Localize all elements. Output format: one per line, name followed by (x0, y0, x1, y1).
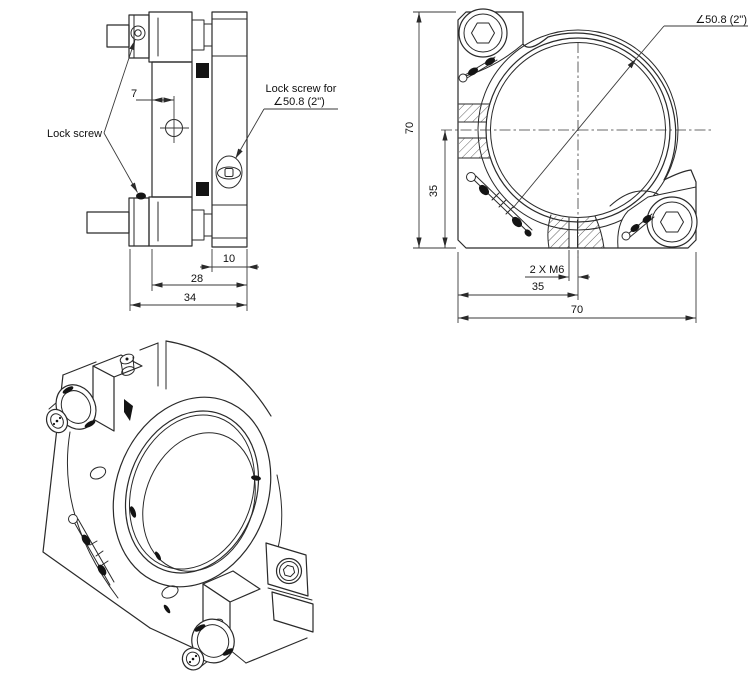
iso-plate-top-left-edge (62, 361, 97, 376)
side-spacer-top (196, 63, 209, 78)
iso-screw-block (265, 542, 314, 633)
side-bottom-knob (86, 192, 150, 247)
front-view: 70 35 2 X M6 35 (404, 8, 748, 323)
side-main-plate (151, 61, 193, 198)
side-bore-lock-screw (215, 155, 243, 189)
dim-overall-width: 70 (458, 252, 697, 323)
front-spring-bottom-left (466, 172, 533, 237)
iso-hole-left (89, 466, 107, 480)
iso-top-knob (45, 354, 143, 434)
iso-spring (68, 514, 115, 586)
bore-diameter-label: ∠50.8 (2") (695, 14, 747, 26)
front-hatch-slot-left (547, 215, 569, 248)
front-hatch-left-bottom (459, 138, 490, 158)
dim-mounting-holes-label: 2 X M6 (530, 264, 565, 276)
dim-center-width-label: 35 (532, 281, 544, 293)
iso-optic-face (142, 432, 256, 572)
lock-screw-callout: Lock screw (47, 39, 138, 193)
dim-back-plate-thickness-label: 10 (223, 253, 235, 265)
side-view: 7 10 28 34 Lock screw (47, 11, 338, 311)
iso-hole-bottom (161, 585, 179, 599)
bore-lock-screw-callout: Lock screw for ∠50.8 (2") (235, 83, 338, 159)
isometric-view (42, 340, 314, 671)
iso-clamp-ring (112, 396, 272, 588)
dim-overall-height-label: 70 (404, 122, 416, 134)
dim-body-depth-label: 28 (191, 273, 203, 285)
iso-bottom-knob (181, 570, 261, 671)
dim-overall-depth-label: 34 (184, 292, 196, 304)
front-screw-bottom-right (646, 196, 698, 248)
iso-top-lock-screw (119, 353, 135, 376)
side-spacer-bottom (196, 182, 209, 196)
iso-plate-left-edge (42, 374, 151, 629)
dim-center-height: 35 (428, 130, 448, 248)
front-spring-bottom-right (621, 213, 655, 241)
front-spring-top-left (458, 56, 498, 83)
dim-overall-depth: 34 (129, 249, 247, 311)
dim-body-depth: 28 (151, 249, 247, 291)
side-top-knob (106, 14, 150, 59)
side-bottom-lock-screw (136, 192, 146, 200)
side-top-lock-screw (130, 25, 146, 41)
dim-mounting-holes: 2 X M6 (525, 250, 590, 300)
side-top-housing (148, 11, 193, 63)
bore-lock-screw-label-line2: ∠50.8 (2") (273, 96, 325, 108)
front-hatch-slot-right (577, 216, 604, 248)
dim-center-height-label: 35 (428, 185, 440, 197)
dim-overall-width-label: 70 (571, 304, 583, 316)
dim-overall-height: 70 (404, 11, 456, 249)
front-plate-outline (457, 11, 697, 249)
lock-screw-label: Lock screw (47, 128, 102, 140)
dim-center-width: 35 (457, 252, 578, 323)
front-screw-top-left (458, 8, 508, 58)
bore-lock-screw-label-line1: Lock screw for (266, 83, 337, 95)
side-bottom-housing (148, 196, 193, 247)
dim-hole-offset-label: 7 (131, 88, 137, 100)
dim-back-plate-thickness: 10 (200, 249, 259, 311)
dim-hole-offset: 7 (131, 88, 174, 103)
iso-clamp-arm-top (165, 340, 272, 417)
side-back-plate (211, 11, 248, 248)
front-hatch-left-top (459, 104, 490, 122)
bore-diameter-callout: ∠50.8 (2") (512, 14, 748, 209)
